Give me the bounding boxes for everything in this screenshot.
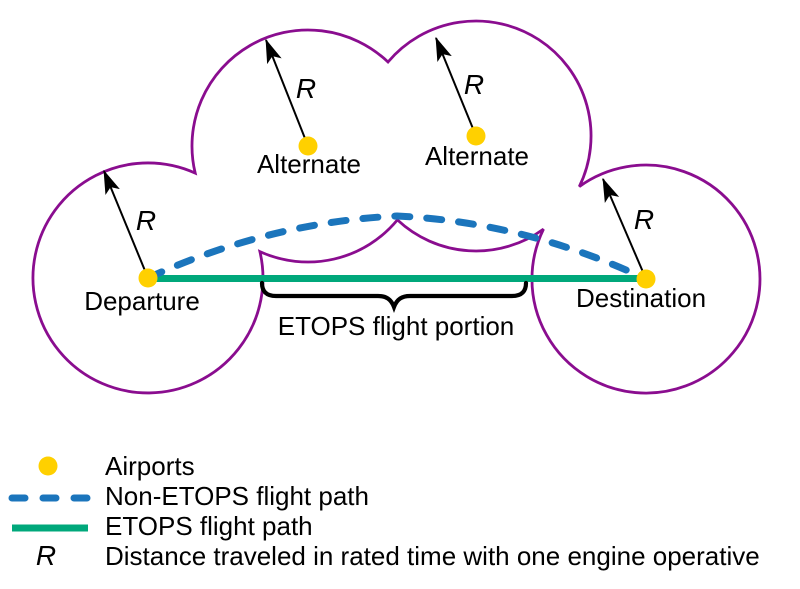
legend-r-symbol: R (36, 540, 56, 571)
label-departure: Departure (84, 286, 200, 316)
legend-airport-dot-icon (38, 456, 58, 476)
legend-non-etops-label: Non-ETOPS flight path (105, 481, 369, 511)
legend-airports-label: Airports (105, 451, 195, 481)
airport-dot-alternate-1 (298, 136, 318, 156)
legend-etops-label: ETOPS flight path (105, 511, 313, 541)
label-alternate-1: Alternate (257, 149, 361, 179)
non-etops-flight-path (144, 212, 650, 283)
r-arrow-alternate-1 (265, 38, 309, 147)
airport-dot-destination (636, 269, 656, 289)
airport-dot-alternate-2 (466, 126, 486, 146)
label-alternate-2: Alternate (425, 141, 529, 171)
legend: Airports Non-ETOPS flight path ETOPS fli… (8, 451, 760, 571)
etops-portion-brace (259, 280, 529, 313)
r-arrow-departure (103, 169, 149, 279)
label-destination: Destination (576, 283, 706, 313)
radius-arrows (103, 36, 647, 280)
airport-dot-departure (138, 268, 158, 288)
airport-dots (138, 126, 656, 289)
r-label-alternate-2: R (464, 69, 484, 100)
legend-r-description: Distance traveled in rated time with one… (105, 541, 760, 571)
r-label-departure: R (136, 205, 156, 236)
r-label-alternate-1: R (296, 73, 316, 104)
r-arrow-alternate-2 (435, 36, 477, 137)
r-arrow-destination (602, 177, 647, 280)
r-label-destination: R (634, 204, 654, 235)
airport-range-circles (31, 19, 762, 395)
etops-portion-label: ETOPS flight portion (278, 311, 515, 341)
